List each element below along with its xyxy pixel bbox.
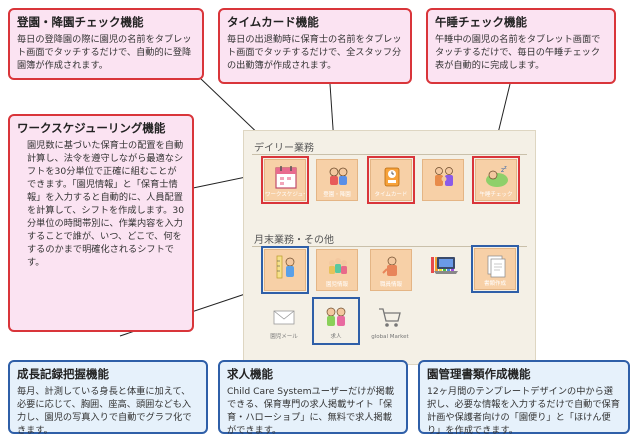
callout-title: 登園・降園チェック機能 [17, 15, 144, 29]
callout-title: タイムカード機能 [227, 15, 319, 29]
tile-label: 登園・降園 [323, 192, 351, 198]
height-measure-icon [276, 255, 295, 279]
callout-text: 毎月、計測している身長と体重に加えて、必要に応じて、胸囲、座高、頭囲なども入力し… [17, 386, 192, 436]
mail-icon [273, 310, 295, 325]
tile-label: 書類作成 [483, 281, 506, 287]
daily-divider [252, 154, 527, 155]
monthly-tile-mail[interactable]: 園児メール [263, 300, 305, 342]
daily-tile-nap[interactable]: z z 午睡チェック [472, 156, 520, 204]
callout-jobs: 求人機能 Child Care Systemユーザーだけが掲載できる、保育専門の… [218, 360, 408, 436]
monthly-tile-laptop[interactable] [425, 248, 467, 290]
svg-text:z: z [501, 167, 504, 174]
callout-text: 毎日の登降園の際に園児の名前をタブレット画面でタッチするだけで、自動的に登降園簿… [17, 34, 192, 71]
tile-label: 園児メール [270, 334, 298, 340]
callout-text: 12ヶ月間のテンプレートデザインの中から選択し、必要な情報を入力するだけで自動で… [427, 386, 620, 436]
teacher-icon [382, 256, 397, 276]
boy-girl-icon [326, 307, 346, 326]
family-icon [435, 167, 453, 186]
callout-nap: 午睡チェック機能 午睡中の園児の名前をタブレット画面でタッチするだけで、毎日の午… [426, 8, 616, 84]
monthly-tile-growth[interactable] [261, 246, 309, 294]
calendar-icon [275, 166, 297, 189]
monthly-section-title: 月末業務・その他 [254, 235, 334, 246]
monthly-tile-jobs[interactable]: 求人 [312, 297, 360, 345]
monthly-tile-market[interactable]: global Market [369, 300, 411, 342]
daily-tile-timecard[interactable]: タイムカード [367, 156, 415, 204]
documents-icon [487, 255, 506, 278]
daily-section-title: デイリー業務 [254, 143, 314, 154]
callout-growth: 成長記録把握機能 毎月、計測している身長と体重に加えて、必要に応じて、胸囲、座高… [8, 360, 208, 436]
tile-label: 園児情報 [325, 282, 348, 288]
kids-group-icon [329, 258, 347, 274]
svg-text:z: z [504, 165, 507, 171]
callout-title: ワークスケジューリング機能 [17, 121, 166, 135]
monthly-divider [252, 246, 527, 247]
callout-scheduling: ワークスケジューリング機能 園児数に基づいた保育士の配置を自動計算し、法令を遵守… [8, 114, 194, 332]
daily-tile-family[interactable] [422, 159, 464, 201]
tile-label: 午睡チェック [479, 192, 513, 198]
callout-title: 成長記録把握機能 [17, 367, 109, 381]
callout-title: 園管理書類作成機能 [427, 367, 531, 381]
tile-label: ワークスケジューリング [265, 192, 305, 198]
daily-tile-attendance[interactable]: 登園・降園 [316, 159, 358, 201]
tile-label: 求人 [330, 334, 342, 340]
tile-label: global Market [371, 334, 409, 340]
callout-timecard: タイムカード機能 毎日の出退勤時に保育士の名前をタブレット画面でタッチするだけで… [218, 8, 412, 84]
tile-label: 職員情報 [379, 282, 402, 288]
callout-title: 午睡チェック機能 [435, 15, 527, 29]
sleeping-child-icon: z z [486, 165, 508, 187]
callout-documents: 園管理書類作成機能 12ヶ月間のテンプレートデザインの中から選択し、必要な情報を… [418, 360, 630, 436]
monthly-tile-documents[interactable]: 書類作成 [471, 245, 519, 293]
tile-label: タイムカード [374, 192, 408, 198]
daily-tile-scheduling[interactable]: ワークスケジューリング [261, 156, 309, 204]
callout-text: 園児数に基づいた保育士の配置を自動計算し、法令を遵守しながら最適なシフトを30分… [27, 140, 185, 268]
children-icon [329, 167, 348, 185]
laptop-icon [434, 257, 458, 274]
callout-text: 毎日の出退勤時に保育士の名前をタブレット画面でタッチするだけで、全スタッフ分の出… [227, 34, 402, 71]
timecard-clock-icon [384, 167, 400, 187]
monthly-tile-kids[interactable]: 園児情報 [316, 249, 358, 291]
monthly-tile-staff[interactable]: 職員情報 [370, 249, 412, 291]
callout-text: 午睡中の園児の名前をタブレット画面でタッチするだけで、毎日の午睡チェック表が自動… [435, 34, 601, 71]
callout-text: Child Care Systemユーザーだけが掲載できる、保育専門の求人掲載サ… [227, 386, 395, 436]
shopping-cart-icon [379, 308, 401, 327]
callout-attendance: 登園・降園チェック機能 毎日の登降園の際に園児の名前をタブレット画面でタッチする… [8, 8, 204, 80]
callout-title: 求人機能 [227, 367, 273, 381]
